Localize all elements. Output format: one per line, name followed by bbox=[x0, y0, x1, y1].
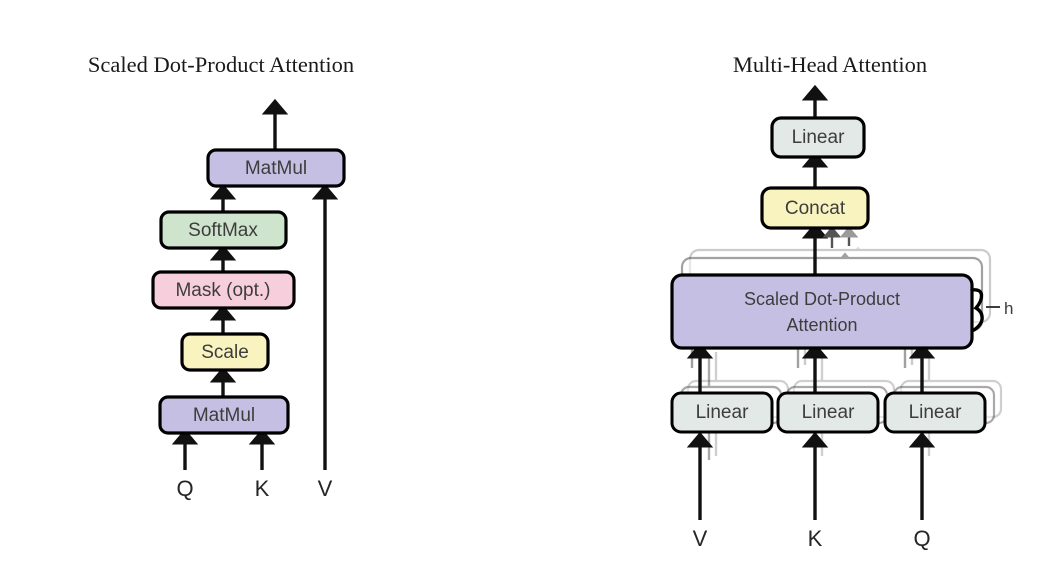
left-block-scale[interactable]: Scale bbox=[180, 332, 270, 372]
right-block-attention[interactable]: Scaled Dot-Product Attention bbox=[670, 273, 974, 350]
left-input-label-v: V bbox=[318, 476, 333, 501]
right-block-linear-v[interactable]: Linear bbox=[670, 391, 774, 434]
right-diagram: Linear Concat Scaled Dot-Product Attenti… bbox=[670, 84, 1013, 551]
right-diagram-title: Multi-Head Attention bbox=[733, 52, 927, 77]
left-block-matmul-out[interactable]: MatMul bbox=[206, 148, 346, 188]
right-input-label-v: V bbox=[693, 526, 708, 551]
left-block-matmul-out-label: MatMul bbox=[245, 158, 307, 179]
right-block-linear-out-label: Linear bbox=[792, 127, 845, 148]
right-block-linear-k-label: Linear bbox=[802, 402, 855, 423]
right-block-concat[interactable]: Concat bbox=[760, 186, 870, 230]
right-block-linear-q-label: Linear bbox=[909, 402, 962, 423]
heads-brace: h bbox=[970, 288, 1013, 332]
left-block-scale-rect[interactable] bbox=[180, 332, 270, 372]
left-block-matmul-out-rect[interactable] bbox=[206, 148, 346, 188]
left-block-matmul-qk-label: MatMul bbox=[193, 405, 255, 426]
right-block-linear-v-rect[interactable] bbox=[670, 391, 774, 434]
right-block-linear-out[interactable]: Linear bbox=[770, 116, 866, 159]
right-block-linear-k-rect[interactable] bbox=[776, 391, 880, 434]
right-input-label-k: K bbox=[808, 526, 823, 551]
left-block-mask[interactable]: Mask (opt.) bbox=[151, 270, 296, 310]
left-block-softmax[interactable]: SoftMax bbox=[159, 210, 288, 250]
left-block-matmul-qk-rect[interactable] bbox=[158, 395, 290, 435]
right-block-attention-label-line1: Scaled Dot-Product bbox=[744, 289, 900, 309]
right-block-linear-q-rect[interactable] bbox=[883, 391, 987, 434]
right-block-linear-v-label: Linear bbox=[696, 402, 749, 423]
right-block-concat-rect[interactable] bbox=[760, 186, 870, 230]
left-diagram-title: Scaled Dot-Product Attention bbox=[88, 52, 354, 77]
left-input-label-k: K bbox=[255, 476, 270, 501]
left-block-softmax-label: SoftMax bbox=[188, 220, 258, 241]
left-block-mask-label: Mask (opt.) bbox=[175, 280, 270, 301]
right-input-label-q: Q bbox=[913, 526, 930, 551]
right-block-attention-label-line2: Attention bbox=[786, 315, 857, 335]
right-block-attention-rect[interactable] bbox=[670, 273, 974, 350]
right-block-concat-label: Concat bbox=[785, 198, 846, 219]
right-block-linear-k[interactable]: Linear bbox=[776, 391, 880, 434]
heads-count-label: h bbox=[1004, 299, 1013, 318]
left-block-softmax-rect[interactable] bbox=[159, 210, 288, 250]
right-block-linear-out-rect[interactable] bbox=[770, 116, 866, 159]
left-block-scale-label: Scale bbox=[201, 342, 249, 363]
right-block-linear-q[interactable]: Linear bbox=[883, 391, 987, 434]
left-block-matmul-qk[interactable]: MatMul bbox=[158, 395, 290, 435]
heads-brace-path bbox=[970, 288, 984, 332]
left-diagram: MatMul SoftMax Mask (opt.) Scale MatMul … bbox=[151, 98, 346, 501]
left-input-label-q: Q bbox=[176, 476, 193, 501]
left-block-mask-rect[interactable] bbox=[151, 270, 296, 310]
